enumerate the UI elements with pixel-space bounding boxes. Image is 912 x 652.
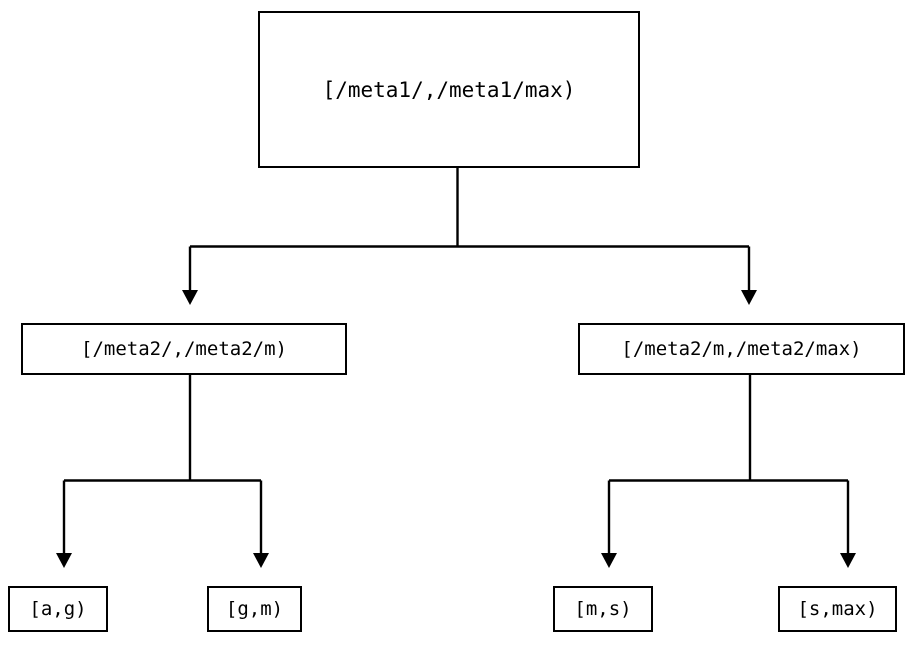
tree-node-level2-left[interactable]: [/meta2/,/meta2/m) — [21, 323, 347, 375]
tree-node-leaf-1[interactable]: [g,m) — [207, 586, 302, 632]
tree-node-leaf-2[interactable]: [m,s) — [553, 586, 653, 632]
arrowhead-mid-right-icon — [741, 290, 757, 305]
tree-node-leaf-0[interactable]: [a,g) — [8, 586, 108, 632]
tree-node-level2-right[interactable]: [/meta2/m,/meta2/max) — [578, 323, 905, 375]
tree-node-leaf-3[interactable]: [s,max) — [778, 586, 897, 632]
tree-node-root[interactable]: [/meta1/,/meta1/max) — [258, 11, 640, 168]
arrowhead-leaf-2-icon — [601, 553, 617, 568]
arrowhead-leaf-3-icon — [840, 553, 856, 568]
arrowhead-mid-left-icon — [182, 290, 198, 305]
arrowhead-leaf-0-icon — [56, 553, 72, 568]
arrowhead-leaf-1-icon — [253, 553, 269, 568]
